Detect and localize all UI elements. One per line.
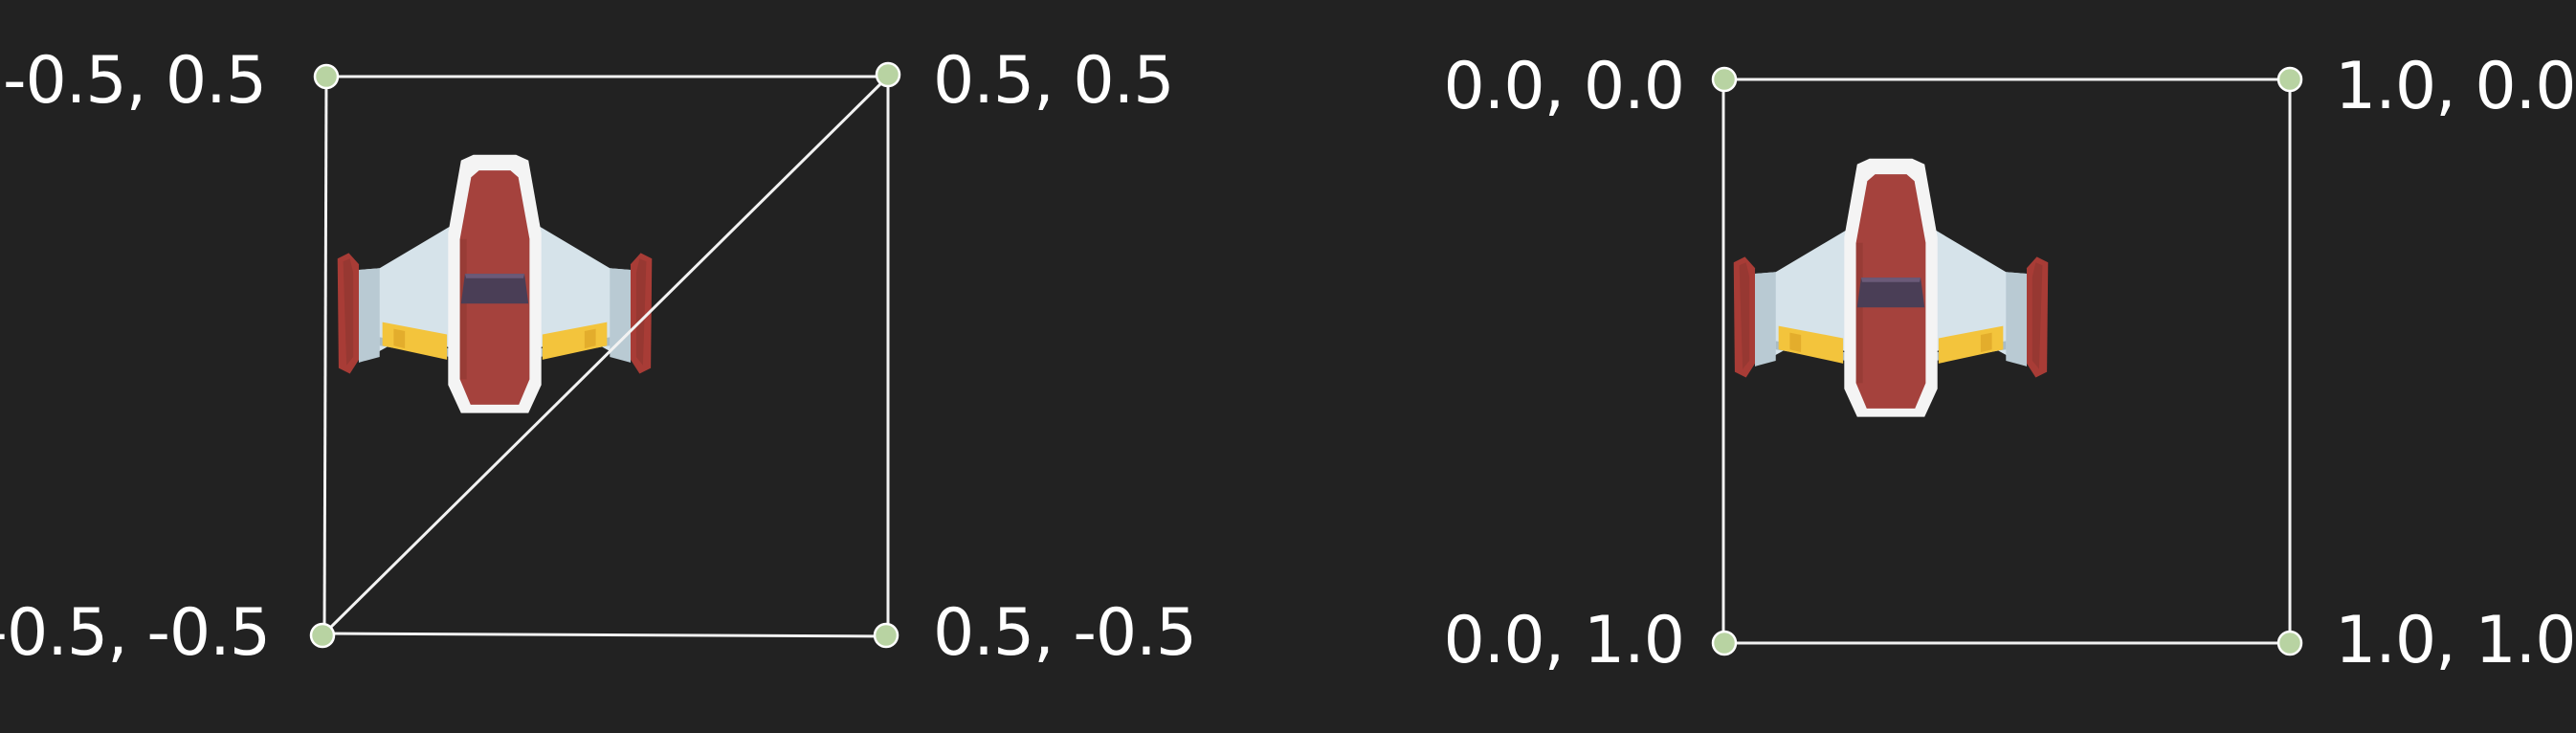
spaceship-sprite-left xyxy=(337,154,653,413)
right-quad-edges xyxy=(1721,78,2292,645)
right-vertex-bottom-left xyxy=(1711,630,1738,656)
left-vertex-top-right xyxy=(875,61,901,88)
spaceship-sprite-right xyxy=(1733,158,2049,417)
left-label-top-right: 0.5, 0.5 xyxy=(933,43,1174,119)
right-vertex-top-left xyxy=(1711,66,1738,93)
left-panel: -0.5, 0.5 0.5, 0.5 -0.5, -0.5 0.5, -0.5 xyxy=(0,43,1197,671)
right-label-top-left: 0.0, 0.0 xyxy=(1443,49,1684,124)
left-label-bottom-left: -0.5, -0.5 xyxy=(0,595,270,671)
left-edge-diagonal xyxy=(322,75,890,635)
left-label-top-left: -0.5, 0.5 xyxy=(3,43,266,119)
right-panel: 0.0, 0.0 1.0, 0.0 0.0, 1.0 1.0, 1.0 xyxy=(1443,49,2576,678)
right-vertex-top-right xyxy=(2276,66,2303,93)
left-edge-bottom xyxy=(325,632,889,638)
right-label-top-right: 1.0, 0.0 xyxy=(2335,49,2576,124)
left-quad-edges xyxy=(322,75,890,638)
left-label-bottom-right: 0.5, -0.5 xyxy=(933,595,1196,671)
right-vertex-bottom-right xyxy=(2276,630,2303,656)
left-vertex-bottom-right xyxy=(873,622,899,649)
left-edge-left xyxy=(322,76,328,634)
right-label-bottom-right: 1.0, 1.0 xyxy=(2335,603,2576,678)
left-vertex-top-left xyxy=(313,63,340,90)
left-vertex-bottom-left xyxy=(309,622,336,649)
right-label-bottom-left: 0.0, 1.0 xyxy=(1443,603,1684,678)
